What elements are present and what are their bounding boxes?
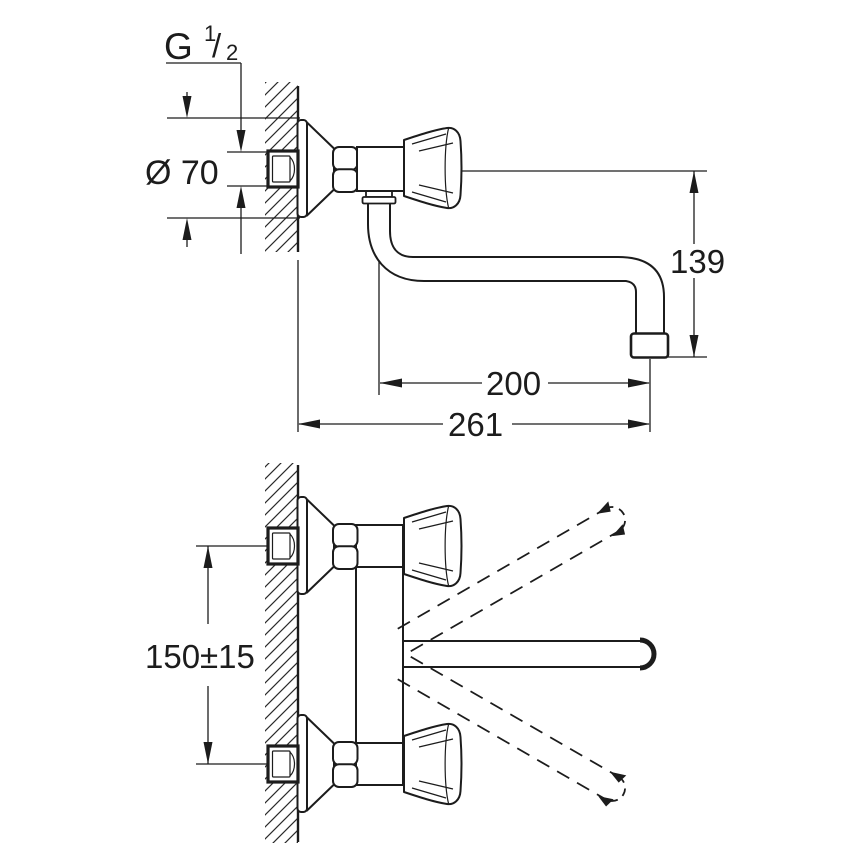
dim-arrow-icon	[203, 546, 213, 568]
dim-arrow-icon	[182, 218, 192, 240]
dim-arrow-icon	[236, 130, 246, 152]
cross-handle-lower	[403, 722, 463, 806]
dim-escutcheon-diameter: Ø 70	[145, 92, 300, 247]
dim-arrow-icon	[689, 335, 699, 357]
connection-spacing-label: 150±15	[145, 638, 255, 675]
dim-arrow-icon	[236, 186, 246, 208]
cross-handle	[403, 126, 463, 210]
spout-height-label: 139	[670, 243, 725, 280]
thread-denominator: 2	[226, 40, 238, 65]
diameter-label: Ø 70	[145, 154, 219, 192]
spout-reach-label: 200	[486, 365, 541, 402]
thread-label: G	[164, 26, 193, 67]
dim-connection-spacing: 150±15	[145, 545, 268, 765]
dim-total-projection: 261	[297, 260, 650, 443]
dim-spout-height: 139	[461, 170, 725, 358]
dim-arrow-icon	[182, 96, 192, 118]
thread-numerator: 1	[204, 21, 216, 46]
body-bar	[355, 524, 404, 786]
spout-fill	[404, 641, 640, 667]
dim-arrow-icon	[628, 378, 650, 388]
tube-spout	[367, 201, 665, 335]
valve-body	[356, 146, 406, 192]
cross-handle-upper	[403, 504, 463, 588]
plan-view: 150±15	[145, 463, 657, 843]
dim-arrow-icon	[380, 378, 402, 388]
dim-spout-reach: 200	[378, 261, 651, 432]
side-view: G 1 / 2 Ø 70	[145, 21, 725, 443]
total-projection-label: 261	[448, 406, 503, 443]
thread-slash: /	[212, 27, 222, 64]
swivel-spout-solid	[404, 637, 657, 671]
dim-arrow-icon	[203, 742, 213, 764]
spout-collar-flange	[361, 196, 397, 205]
wall-section-hatch	[265, 463, 298, 843]
dim-arrow-icon	[689, 171, 699, 193]
spout-tip-ring	[639, 637, 657, 671]
valve-band-lower	[355, 742, 404, 786]
aerator-outlet	[629, 332, 670, 359]
valve-band-upper	[355, 524, 404, 568]
dim-arrow-icon	[628, 419, 650, 429]
dim-g-thread: G 1 / 2	[164, 21, 272, 254]
dim-arrow-icon	[298, 419, 320, 429]
